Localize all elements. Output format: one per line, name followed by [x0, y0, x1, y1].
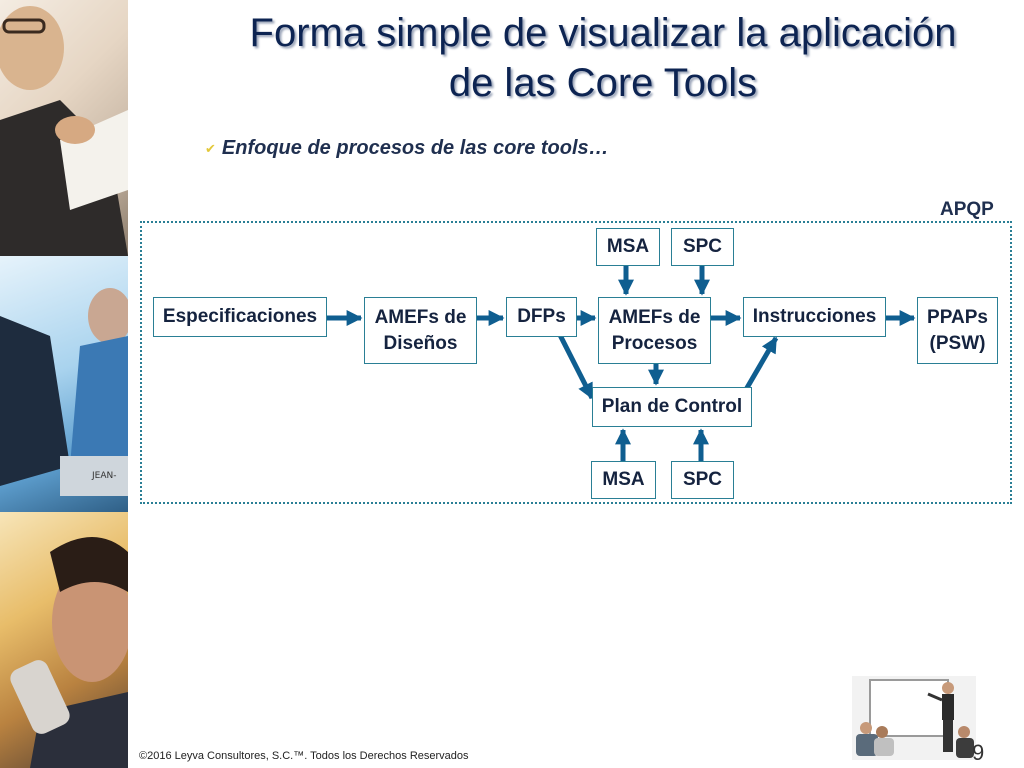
subtitle-text: Enfoque de procesos de las core tools…: [221, 137, 609, 159]
node-msa-top-label: MSA: [606, 236, 650, 257]
node-amef-disenos-line1: AMEFs de: [374, 306, 467, 328]
node-plan-de-control-label: Plan de Control: [601, 396, 743, 417]
side-photo-strip: JEAN-: [0, 0, 128, 768]
node-ppaps-line2: (PSW): [929, 332, 986, 354]
node-especificaciones: Especificaciones: [153, 297, 327, 337]
title-line-2: de las Core Tools: [448, 61, 758, 105]
node-instrucciones-label: Instrucciones: [752, 306, 877, 327]
apqp-label: APQP: [940, 199, 994, 220]
subtitle-bullet: ✔ Enfoque de procesos de las core tools…: [205, 137, 609, 160]
node-amef-procesos-line2: Procesos: [611, 332, 698, 354]
page-title: Forma simple de visualizar la aplicación…: [150, 8, 1024, 108]
node-amef-disenos: AMEFs de Diseños: [364, 297, 477, 364]
checkmark-icon: ✔: [205, 140, 216, 156]
node-spc-bottom: SPC: [671, 461, 734, 499]
node-amef-procesos-line1: AMEFs de: [608, 306, 701, 328]
presentation-clipart: [852, 676, 976, 760]
photo-man-phone: [0, 512, 128, 768]
node-ppaps-line1: PPAPs: [927, 306, 988, 328]
photo-laptop-worker: JEAN-: [0, 256, 128, 512]
node-amef-disenos-line2: Diseños: [383, 332, 458, 354]
node-spc-top: SPC: [671, 228, 734, 266]
node-instrucciones: Instrucciones: [743, 297, 886, 337]
node-spc-top-label: SPC: [682, 236, 723, 257]
node-dfps: DFPs: [506, 297, 577, 337]
node-amef-procesos: AMEFs de Procesos: [598, 297, 711, 364]
node-ppaps: PPAPs (PSW): [917, 297, 998, 364]
node-dfps-label: DFPs: [517, 306, 566, 327]
title-line-1: Forma simple de visualizar la aplicación: [249, 11, 957, 55]
node-msa-bottom-label: MSA: [602, 469, 645, 490]
apqp-frame: [140, 221, 1012, 504]
node-plan-de-control: Plan de Control: [592, 387, 752, 427]
footer-copyright: ©2016 Leyva Consultores, S.C.™. Todos lo…: [139, 750, 469, 762]
node-especificaciones-label: Especificaciones: [162, 306, 318, 327]
page-number: 9: [972, 740, 985, 765]
node-spc-bottom-label: SPC: [682, 469, 723, 490]
node-msa-bottom: MSA: [591, 461, 656, 499]
node-msa-top: MSA: [596, 228, 660, 266]
photo-man-reading: [0, 0, 128, 256]
svg-text:JEAN-: JEAN-: [91, 471, 116, 481]
